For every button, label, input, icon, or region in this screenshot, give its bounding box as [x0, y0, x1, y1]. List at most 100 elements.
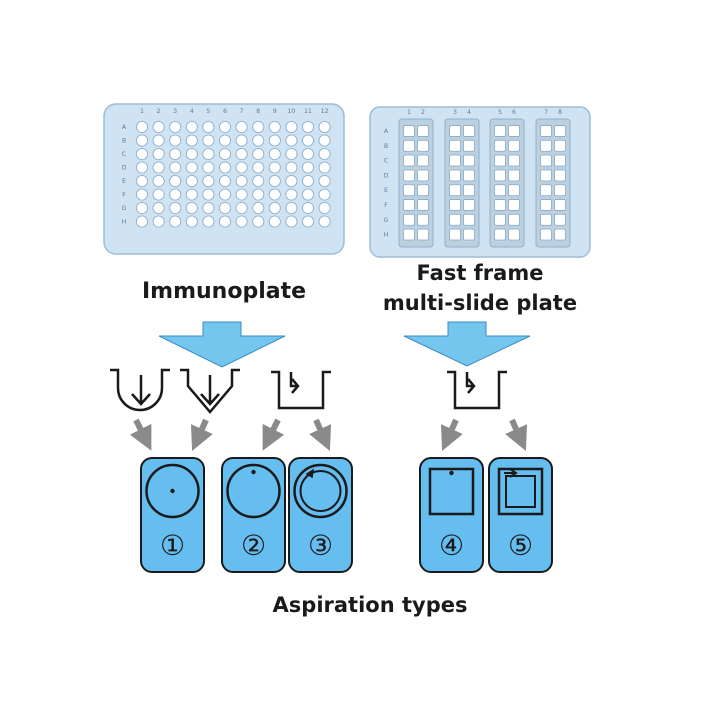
well — [252, 188, 265, 201]
square-path-arrow-icon — [504, 468, 518, 478]
well — [218, 215, 232, 228]
well — [494, 125, 506, 137]
well — [540, 154, 552, 167]
row-label: G — [384, 217, 389, 224]
well — [318, 174, 331, 188]
immunoplate-down-arrow — [158, 321, 286, 368]
row-label: H — [122, 219, 127, 226]
well — [494, 139, 506, 152]
slide — [444, 118, 480, 248]
row-label: D — [384, 172, 389, 179]
well — [185, 201, 198, 215]
well — [449, 228, 461, 241]
well — [554, 213, 566, 226]
row-label: A — [122, 124, 127, 131]
well — [169, 147, 182, 161]
row-label: F — [122, 192, 126, 199]
well — [202, 215, 215, 228]
v-bottom-well-profile — [180, 368, 240, 414]
well — [185, 174, 198, 188]
well — [540, 199, 552, 211]
column-label: 3 — [453, 109, 457, 116]
well — [202, 147, 215, 161]
fastframe-caption-line1: Fast frame — [416, 261, 544, 285]
well — [540, 139, 552, 152]
well — [508, 184, 520, 197]
column-label: 1 — [407, 109, 411, 116]
well — [135, 120, 149, 134]
column-label: 7 — [240, 108, 244, 115]
well — [494, 154, 506, 167]
well — [285, 161, 298, 174]
well — [185, 120, 198, 134]
square-well-icon — [428, 467, 475, 516]
well — [318, 120, 331, 134]
well — [152, 215, 165, 228]
well — [494, 228, 506, 241]
well — [463, 228, 475, 241]
well — [403, 213, 415, 226]
well — [494, 184, 506, 197]
well — [135, 188, 149, 201]
well — [152, 201, 165, 215]
well — [403, 228, 415, 241]
well — [235, 188, 248, 201]
well — [202, 201, 215, 215]
aspiration-type-5: ⑤ — [488, 457, 553, 573]
grey-arrow-3 — [262, 418, 285, 451]
well — [463, 139, 475, 152]
well — [318, 134, 331, 147]
row-label: B — [122, 138, 126, 145]
well — [494, 199, 506, 211]
well — [235, 147, 248, 161]
well — [218, 174, 232, 188]
well — [152, 161, 165, 174]
column-label: 11 — [304, 108, 312, 115]
well — [169, 201, 182, 215]
column-label: 5 — [498, 109, 502, 116]
well — [285, 215, 298, 228]
well — [152, 120, 165, 134]
round-well-icon — [226, 463, 281, 519]
well — [235, 120, 248, 134]
immunoplate-wells — [135, 120, 331, 228]
column-label: 8 — [558, 109, 562, 116]
well — [218, 161, 232, 174]
well — [135, 174, 149, 188]
well — [285, 134, 298, 147]
well — [268, 161, 281, 174]
well — [403, 199, 415, 211]
well — [152, 174, 165, 188]
well — [268, 201, 281, 215]
well — [185, 147, 198, 161]
grey-arrow-1 — [129, 418, 152, 451]
well — [449, 213, 461, 226]
well — [403, 169, 415, 182]
well — [463, 184, 475, 197]
well — [252, 147, 265, 161]
well — [301, 201, 315, 215]
well — [252, 201, 265, 215]
well — [185, 161, 198, 174]
well — [508, 154, 520, 167]
column-label: 4 — [190, 108, 194, 115]
well — [554, 154, 566, 167]
column-label: 9 — [273, 108, 277, 115]
round-bottom-well-profile — [110, 368, 170, 412]
grey-arrow-4 — [309, 418, 332, 451]
well — [218, 147, 232, 161]
well — [463, 213, 475, 226]
column-label: 12 — [321, 108, 329, 115]
well — [202, 188, 215, 201]
well — [152, 147, 165, 161]
well — [554, 169, 566, 182]
well — [185, 134, 198, 147]
aspiration-type-4: ④ — [419, 457, 484, 573]
well — [235, 174, 248, 188]
center-point-icon — [170, 488, 175, 494]
row-label: G — [122, 205, 127, 212]
well — [508, 125, 520, 137]
